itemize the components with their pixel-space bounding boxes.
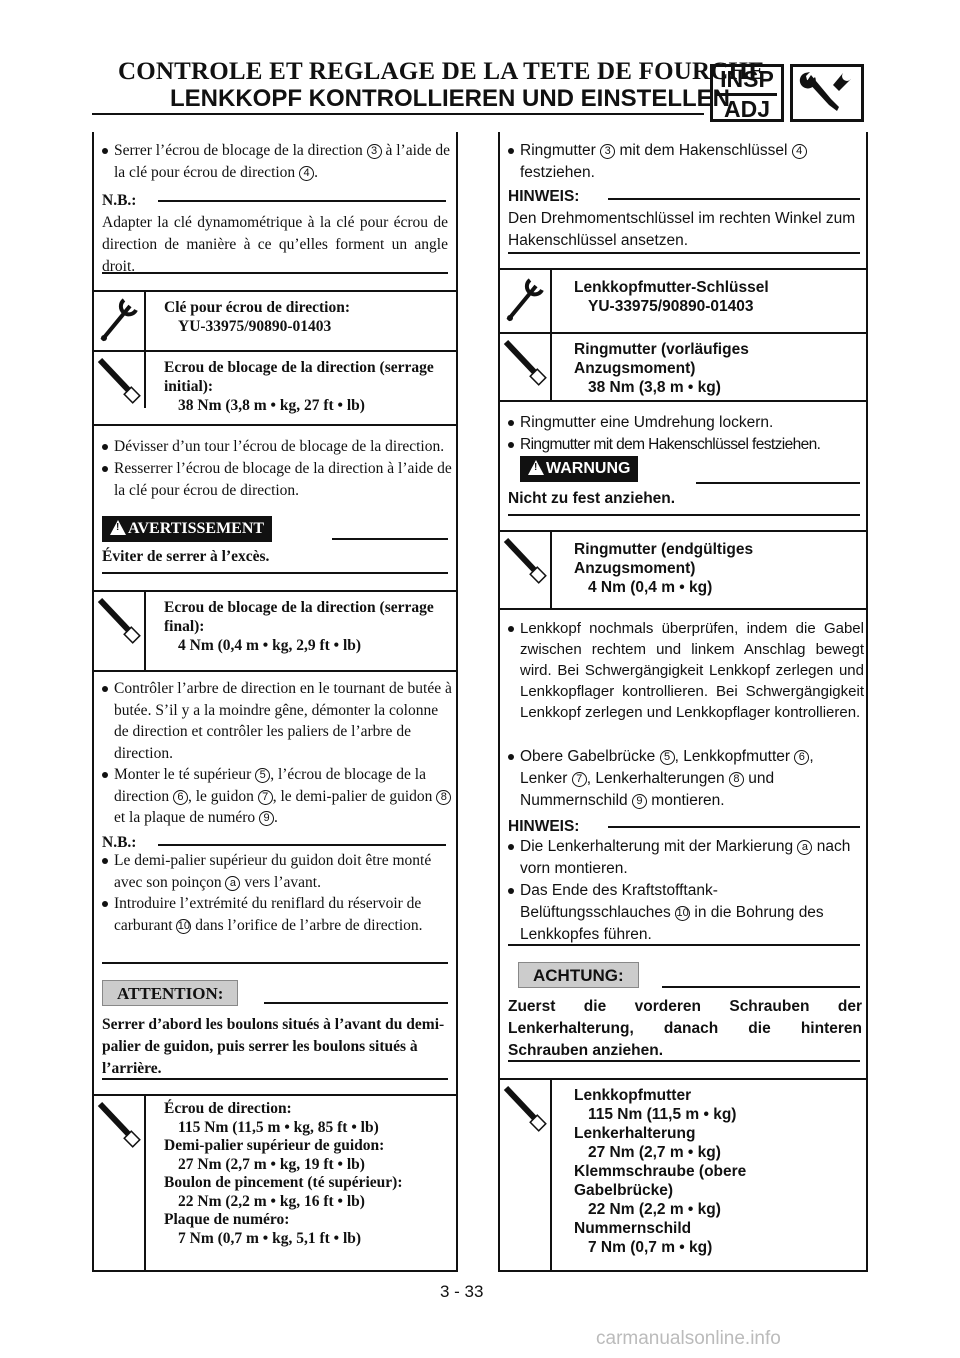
right-nb1-text: Den Drehmomentschlüssel im rechten Winke… bbox=[508, 210, 856, 249]
badge-divider bbox=[717, 93, 777, 96]
right-warning-text: Nicht zu fest anziehen. bbox=[508, 490, 676, 507]
caution-badge: ATTENTION: bbox=[102, 980, 239, 1006]
header-title-fr: CONTROLE ET REGLAGE DE LA TETE DE FOURCH… bbox=[118, 58, 766, 85]
right-step-4: Obere Gabelbrücke 5, Lenkkopfmutter 6, L… bbox=[508, 746, 864, 812]
right-spec-4: Lenkkopfmutter 115 Nm (11,5 m • kg) Lenk… bbox=[574, 1087, 747, 1256]
left-step-2: Dévisser d’un tour l’écrou de blocage de… bbox=[102, 436, 452, 502]
torque-wrench-icon bbox=[500, 334, 552, 400]
right-spec-1: Lenkkopfmutter-Schlüssel YU-33975/90890-… bbox=[574, 279, 769, 315]
left-nb1-text: Adapter la clé dynamométrique à la clé p… bbox=[102, 214, 448, 275]
right-caution-text: Zuerst die vorderen Schrauben der Lenker… bbox=[508, 998, 862, 1059]
right-step-3: Lenkkopf nochmals überprüfen, indem die … bbox=[508, 618, 864, 723]
left-warning-text: Éviter de serrer à l’excès. bbox=[102, 548, 270, 565]
right-column: Ringmutter 3 mit dem Hakenschlüssel 4 fe… bbox=[498, 132, 868, 1272]
left-spec-2: Ecrou de blocage de la direction (serrag… bbox=[164, 359, 434, 414]
tool-icon bbox=[500, 270, 552, 332]
left-step-1: Serrer l’écrou de blocage de la directio… bbox=[102, 140, 452, 184]
insp-adj-badge: INSP ADJ bbox=[710, 64, 784, 122]
left-step-3: Contrôler l’arbre de direction en le tou… bbox=[102, 678, 452, 829]
right-nb2-list: Die Lenkerhalterung mit der Markierung a… bbox=[508, 836, 864, 946]
right-spec-3: Ringmutter (endgültiges Anzugsmoment) 4 … bbox=[574, 541, 754, 596]
caution-badge: ACHTUNG: bbox=[518, 962, 639, 988]
left-spec-1: Clé pour écrou de direction: YU-33975/90… bbox=[164, 299, 350, 335]
wrench-icon bbox=[790, 64, 864, 122]
left-nb1-title: N.B.: bbox=[102, 192, 137, 209]
left-spec-4: Écrou de direction: 115 Nm (11,5 m • kg,… bbox=[164, 1100, 403, 1247]
torque-wrench-icon bbox=[94, 592, 146, 670]
left-caution-text: Serrer d’abord les boulons situés à l’av… bbox=[102, 1016, 445, 1077]
torque-wrench-icon bbox=[500, 1080, 552, 1272]
right-spec-2: Ringmutter (vorläufiges Anzugsmoment) 38… bbox=[574, 341, 749, 396]
torque-wrench-icon bbox=[94, 352, 146, 408]
warning-icon bbox=[110, 520, 126, 535]
right-step-2: Ringmutter eine Umdrehung lockern. Ringm… bbox=[508, 412, 864, 456]
page-number: 3 - 33 bbox=[440, 1282, 484, 1301]
left-spec-3: Ecrou de blocage de la direction (serrag… bbox=[164, 599, 434, 654]
badge-insp: INSP bbox=[720, 66, 774, 92]
right-nb2-title: HINWEIS: bbox=[508, 818, 580, 835]
right-step-1: Ringmutter 3 mit dem Hakenschlüssel 4 fe… bbox=[508, 140, 862, 184]
torque-wrench-icon bbox=[94, 1096, 146, 1272]
warning-badge: WARNUNG bbox=[520, 456, 639, 482]
warning-icon bbox=[528, 460, 544, 475]
watermark-url: carmanualsonline.info bbox=[596, 1328, 781, 1349]
badge-adj: ADJ bbox=[723, 96, 770, 122]
tool-icon bbox=[94, 292, 146, 350]
right-nb1-title: HINWEIS: bbox=[508, 188, 580, 205]
left-nb2-list: Le demi-palier supérieur du guidon doit … bbox=[102, 850, 452, 936]
header-rule bbox=[92, 113, 704, 115]
warning-badge: AVERTISSEMENT bbox=[102, 516, 273, 542]
header-title-de: LENKKOPF KONTROLLIEREN UND EINSTELLEN bbox=[170, 85, 731, 112]
torque-wrench-icon bbox=[500, 532, 552, 608]
left-nb2-title: N.B.: bbox=[102, 834, 137, 851]
left-column: Serrer l’écrou de blocage de la directio… bbox=[92, 132, 458, 1272]
